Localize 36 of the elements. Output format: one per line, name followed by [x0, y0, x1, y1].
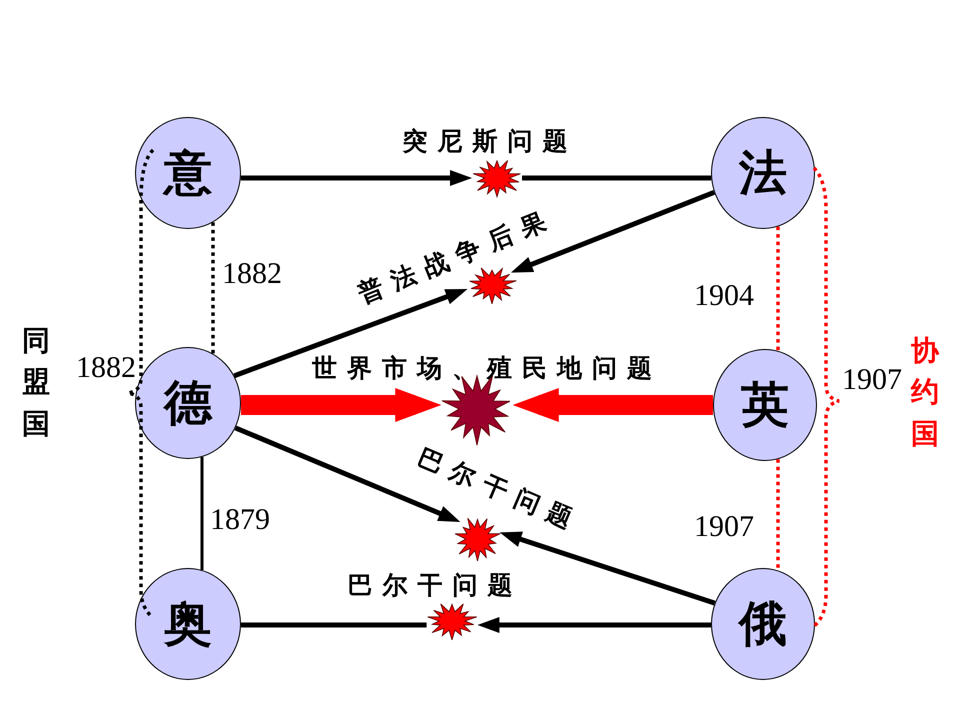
- explosion-icon: [467, 266, 517, 304]
- explosion-icon: [472, 158, 522, 198]
- issue-label: 巴尔干问题: [346, 571, 522, 599]
- country-label: 意: [164, 149, 212, 197]
- year-label: 1879: [210, 505, 270, 535]
- country-label: 法: [739, 149, 787, 197]
- dotted-line: [776, 226, 780, 351]
- group-label: 同盟国: [22, 323, 50, 442]
- year-label: 1907: [694, 512, 754, 542]
- connector-line: [522, 176, 712, 180]
- year-label: 1882: [76, 353, 136, 383]
- country-label: 俄: [739, 600, 787, 648]
- block-arrow: [512, 388, 713, 422]
- issue-label: 世界市场、殖民地问题: [311, 354, 662, 382]
- year-label: 1907: [842, 365, 902, 395]
- arrow: [234, 426, 460, 522]
- year-label: 1904: [694, 281, 754, 311]
- issue-label: 巴尔干问题: [412, 441, 586, 537]
- explosion-icon: [454, 515, 500, 563]
- connector-line: [200, 457, 204, 570]
- country-label: 奥: [164, 600, 212, 648]
- year-label: 1882: [222, 259, 282, 289]
- arrow: [500, 532, 716, 606]
- country-label: 德: [164, 379, 212, 427]
- issue-label: 突尼斯问题: [402, 127, 578, 155]
- arrow: [477, 617, 711, 633]
- group-label: 协约国: [911, 333, 939, 452]
- dotted-line: [776, 459, 780, 570]
- dotted-line: [211, 222, 215, 354]
- arrow: [233, 289, 468, 378]
- connector-line: [241, 622, 427, 628]
- arrow: [510, 190, 716, 273]
- issue-label: 普法战争后果: [352, 204, 560, 311]
- arrow: [240, 170, 472, 186]
- country-label: 英: [741, 381, 789, 429]
- explosion-icon: [426, 602, 478, 640]
